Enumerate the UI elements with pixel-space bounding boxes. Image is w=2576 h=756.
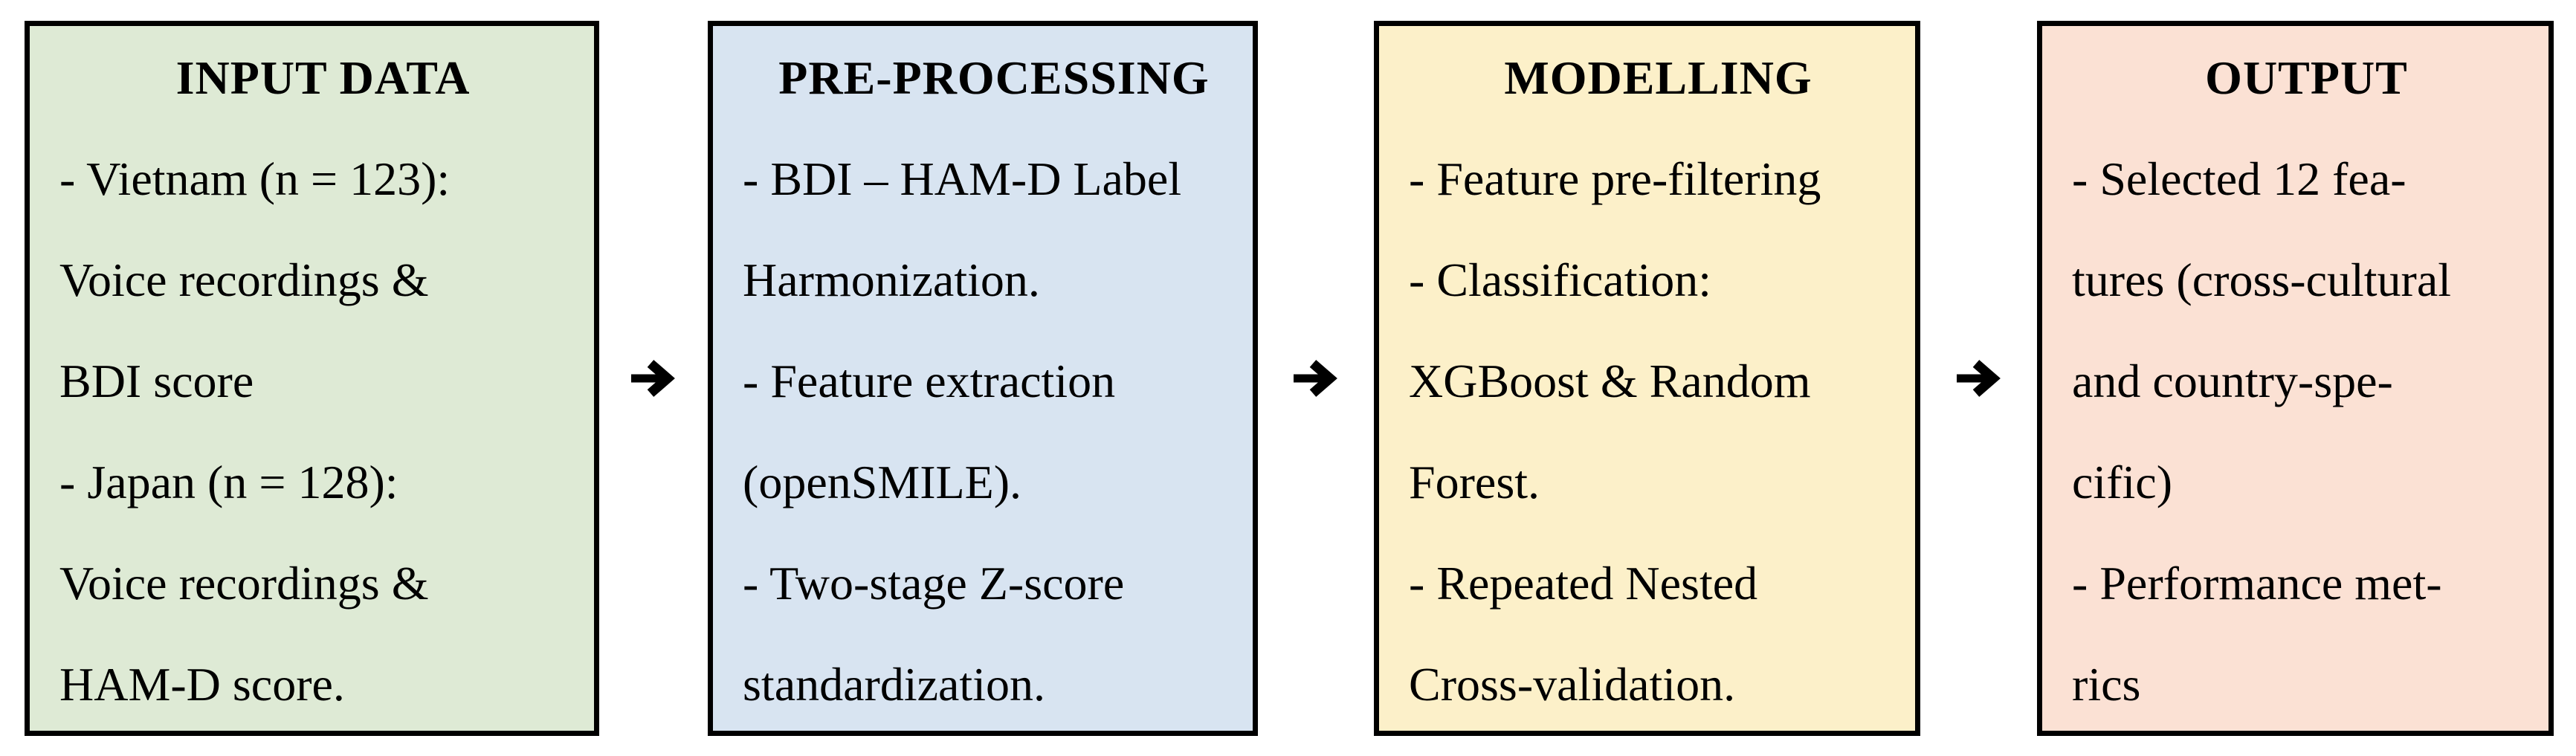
- stage-line: tures (cross-cultural: [2072, 253, 2452, 306]
- stage-title: INPUT DATA: [175, 51, 471, 104]
- stage-line: and country-spe-: [2072, 355, 2393, 407]
- stage-line: - Vietnam (n = 123):: [59, 152, 451, 205]
- stage-line: (openSMILE).: [743, 456, 1022, 508]
- stage-line: - BDI – HAM-D Label: [743, 152, 1182, 205]
- stage-line: rics: [2072, 658, 2141, 711]
- stage-line: cific): [2072, 456, 2172, 508]
- stage-line: - Two-stage Z-score: [743, 557, 1125, 610]
- stage-title: MODELLING: [1504, 51, 1812, 104]
- stage-modelling: MODELLING - Feature pre-filtering - Clas…: [1374, 21, 1920, 736]
- right-arrow-icon: [1294, 360, 1337, 397]
- stage-line: Voice recordings &: [59, 557, 429, 610]
- stage-title: OUTPUT: [2205, 51, 2408, 104]
- stage-line: Forest.: [1409, 456, 1540, 508]
- stage-line: - Classification:: [1409, 253, 1712, 306]
- stage-pre-processing: PRE-PROCESSING - BDI – HAM-D Label Harmo…: [708, 21, 1258, 736]
- stage-line: - Selected 12 fea-: [2072, 152, 2406, 205]
- stage-line: standardization.: [743, 658, 1045, 711]
- stage-line: Cross-validation.: [1409, 658, 1736, 711]
- stage-line: - Feature extraction: [743, 355, 1116, 407]
- stage-line: XGBoost & Random: [1409, 355, 1811, 407]
- stage-output: OUTPUT - Selected 12 fea- tures (cross-c…: [2037, 21, 2554, 736]
- stage-line: - Repeated Nested: [1409, 557, 1758, 610]
- right-arrow-icon: [1956, 360, 2001, 397]
- stage-input-data: INPUT DATA - Vietnam (n = 123): Voice re…: [25, 21, 599, 736]
- flow-connector: [599, 21, 708, 736]
- right-arrow-icon: [631, 360, 675, 397]
- stage-line: - Feature pre-filtering: [1409, 152, 1821, 205]
- stage-line: BDI score: [59, 355, 254, 407]
- flow-connector: [1258, 21, 1374, 736]
- stage-line: - Performance met-: [2072, 557, 2442, 610]
- stage-line: - Japan (n = 128):: [59, 456, 398, 508]
- stage-title: PRE-PROCESSING: [778, 51, 1210, 104]
- flow-connector: [1920, 21, 2037, 736]
- stage-line: Voice recordings &: [59, 253, 429, 306]
- stage-line: Harmonization.: [743, 253, 1040, 306]
- stage-line: HAM-D score.: [59, 658, 345, 711]
